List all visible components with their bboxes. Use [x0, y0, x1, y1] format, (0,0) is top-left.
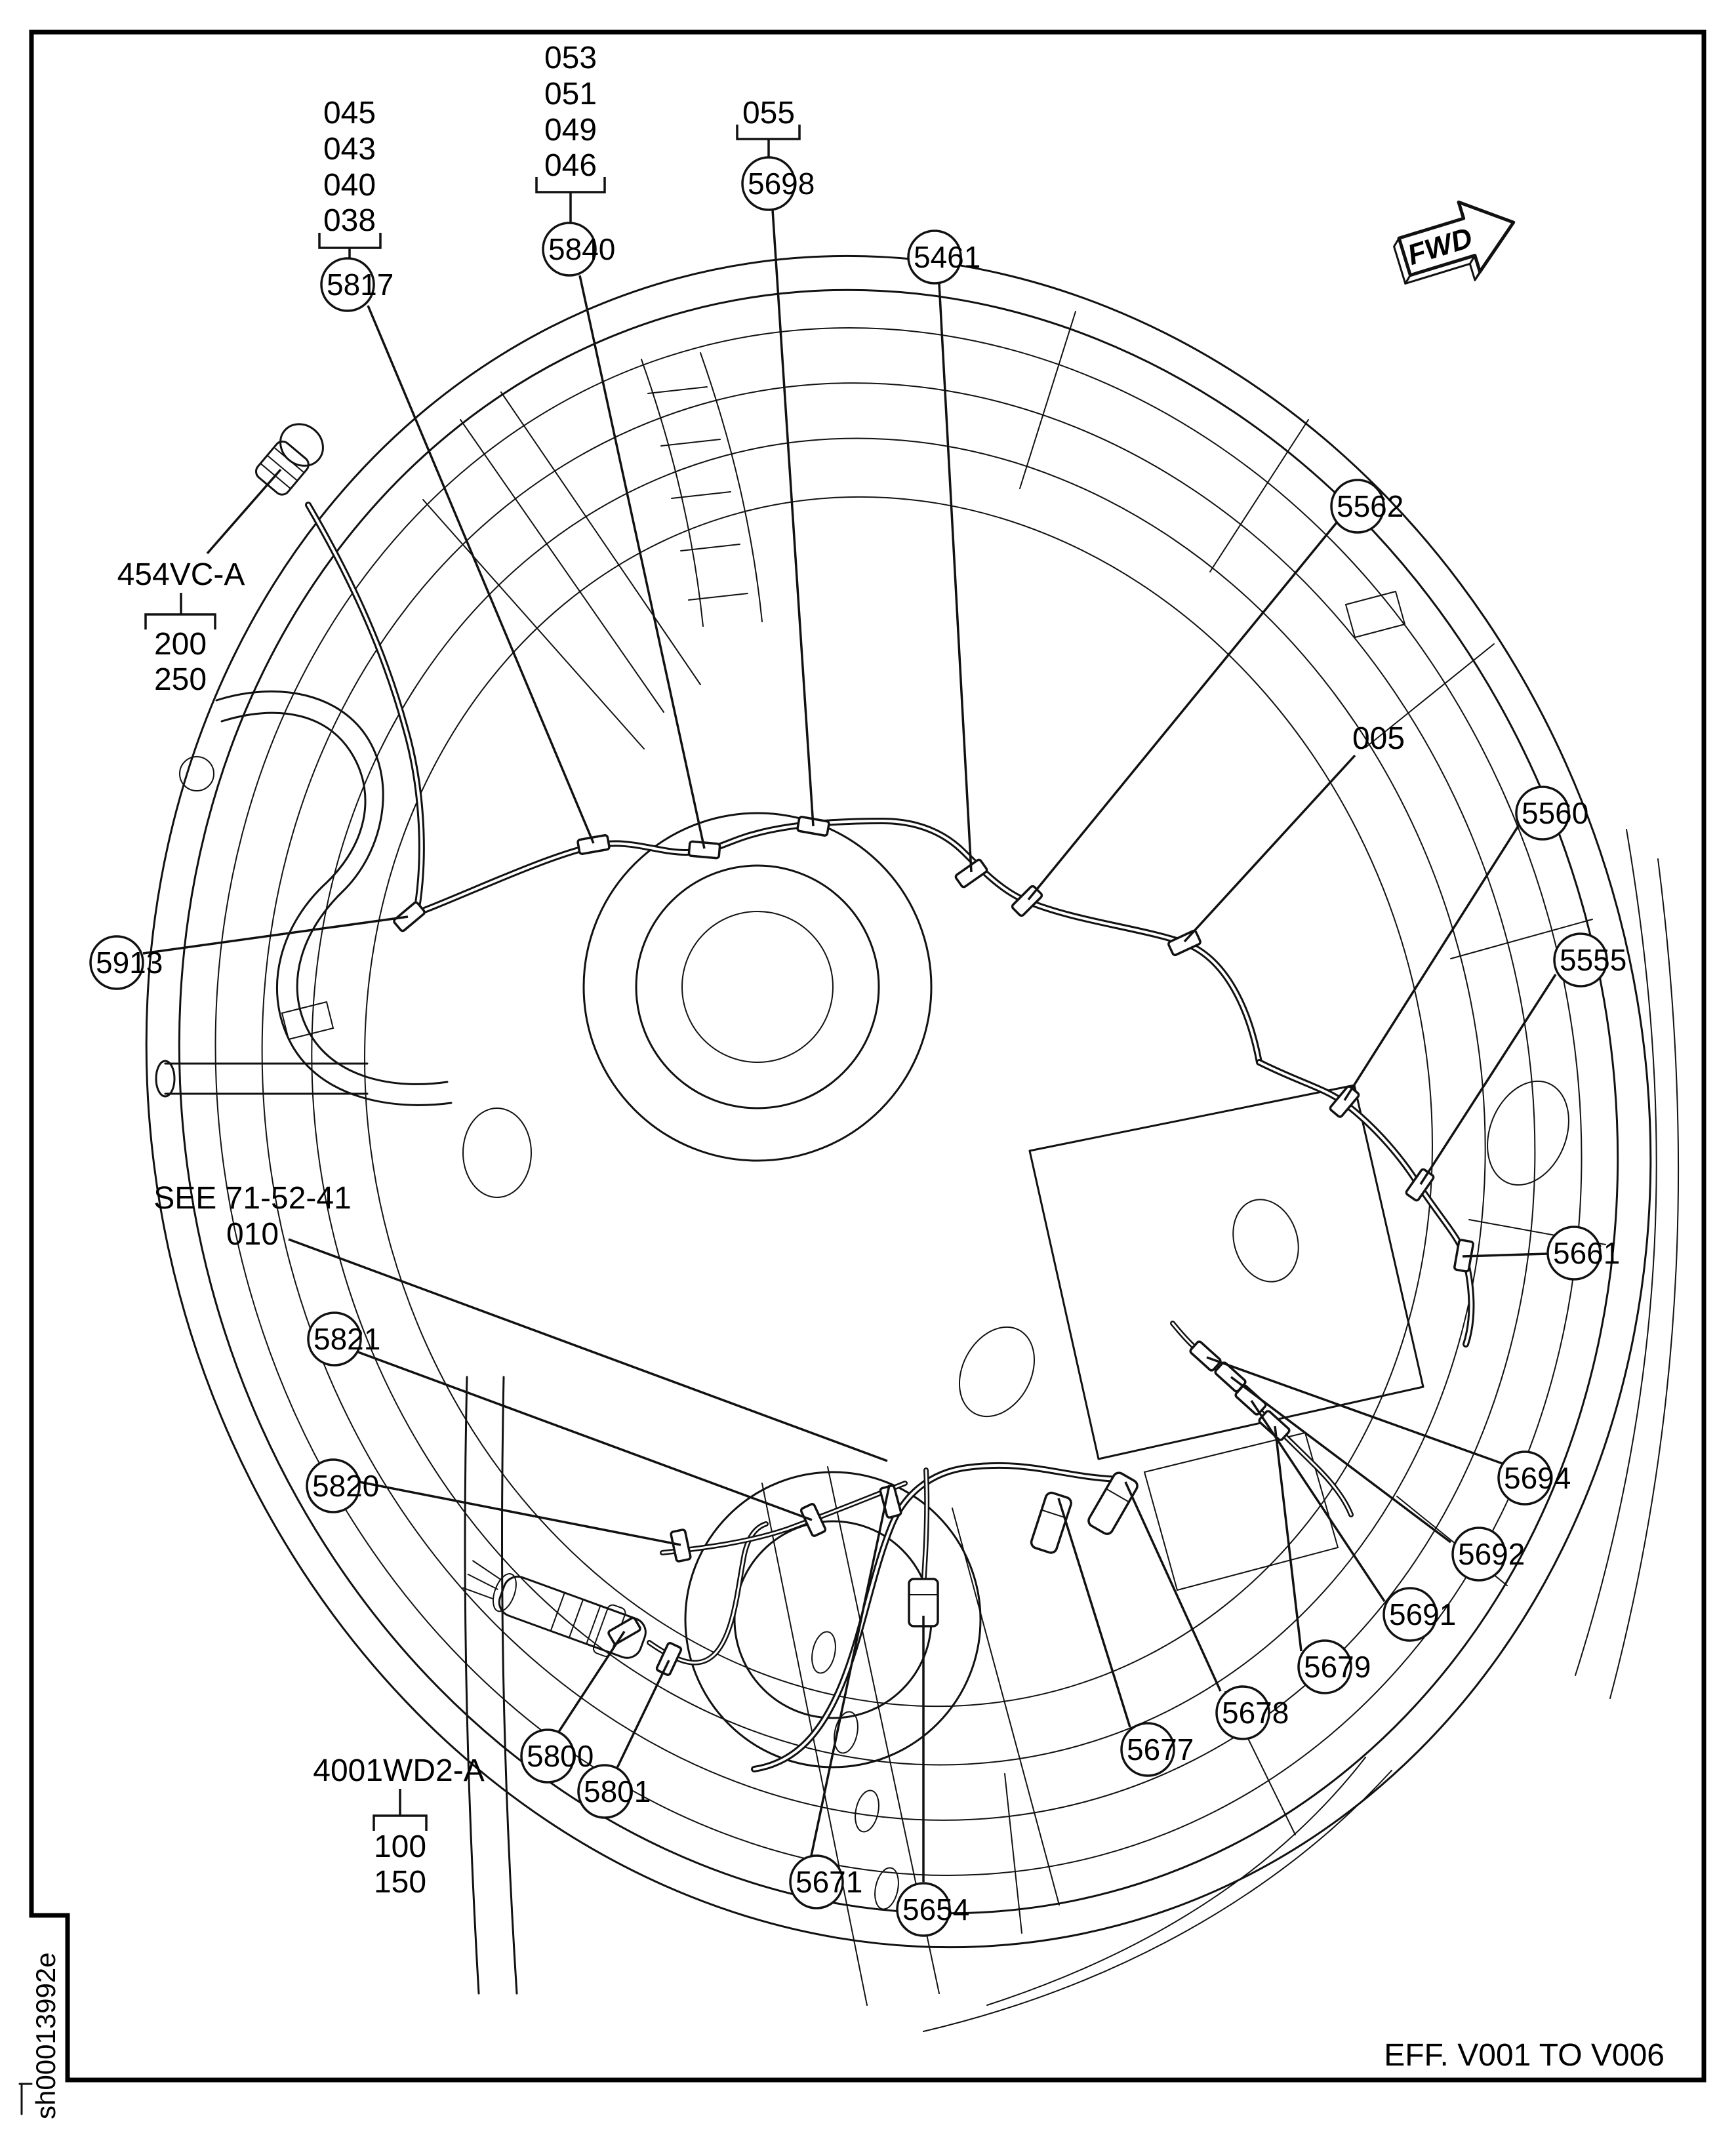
callout-5555: 5555 — [1419, 932, 1626, 1185]
callout-5692: 5692 — [1230, 1376, 1525, 1582]
part-label-454vc-a: 454VC-A 200 250 — [117, 468, 282, 697]
callout-number: 5691 — [1389, 1597, 1456, 1631]
item-number: 100 — [374, 1829, 426, 1864]
section-number: 005 — [1352, 721, 1405, 756]
callout-5654: 5654 — [896, 1616, 969, 1937]
callout-number: 5840 — [548, 232, 615, 266]
callout-number: 5698 — [748, 167, 815, 201]
callout-number: 5694 — [1504, 1461, 1571, 1495]
sheet-code-bracket — [18, 2083, 33, 2115]
callout-5801: 5801 — [577, 1660, 670, 1819]
item-number: 049 — [544, 113, 597, 148]
callout-5820: 5820 — [306, 1458, 681, 1546]
leader-line — [206, 468, 282, 555]
callout-number: 5461 — [914, 240, 980, 274]
see-reference-line2: 010 — [226, 1217, 279, 1252]
part-number: 4001WD2-A — [313, 1753, 484, 1788]
harness-clamps — [393, 816, 1474, 1676]
part-label-4001wd2-a: 4001WD2-A 100 150 — [313, 1753, 484, 1900]
callout-number: 5913 — [96, 946, 163, 980]
item-number: 051 — [544, 77, 597, 111]
callout-5691: 5691 — [1250, 1400, 1456, 1642]
callout-number: 5800 — [527, 1739, 594, 1773]
callout-5671: 5671 — [789, 1485, 891, 1909]
leader-line — [771, 209, 815, 827]
callout-5562: 5562 — [1027, 479, 1403, 901]
item-number: 043 — [323, 132, 376, 167]
see-reference-note: SEE 71-52-41 010 — [153, 1181, 888, 1462]
callout-bubble — [320, 257, 375, 312]
callout-number: 5555 — [1560, 943, 1626, 977]
probe-454vc-art — [254, 423, 425, 919]
callout-5677: 5677 — [1057, 1498, 1194, 1777]
callout-bubble — [741, 156, 796, 211]
callout-5694: 5694 — [1206, 1356, 1571, 1506]
callout-5461: 5461 — [907, 230, 980, 873]
callout-5913: 5913 — [89, 915, 409, 990]
callout-number: 5671 — [796, 1865, 862, 1899]
see-reference-line1: SEE 71-52-41 — [153, 1181, 352, 1216]
leader-line — [578, 275, 706, 849]
callout-bubble — [542, 222, 597, 277]
callout-number: 5560 — [1522, 796, 1588, 830]
leader-line — [367, 305, 595, 844]
fwd-arrow-icon: FWD — [1393, 200, 1516, 285]
item-number: 150 — [374, 1865, 426, 1900]
callout-5560: 5560 — [1343, 786, 1588, 1101]
page-border — [29, 30, 1706, 2083]
callout-number: 5692 — [1458, 1537, 1525, 1571]
callout-number: 5821 — [313, 1322, 380, 1356]
callout-number: 5678 — [1222, 1696, 1289, 1730]
callout-number: 5801 — [584, 1774, 651, 1808]
leader-line — [1183, 754, 1356, 943]
part-number: 454VC-A — [117, 557, 245, 592]
probe-4001wd2-art — [462, 1521, 769, 1666]
harness-connector — [1087, 1471, 1139, 1535]
item-number: 046 — [544, 148, 597, 183]
effectivity-note: EFF. V001 TO V006 — [1384, 2038, 1665, 2073]
callout-number: 5661 — [1553, 1236, 1620, 1270]
callout-5821: 5821 — [307, 1311, 813, 1521]
callout-5661: 5661 — [1462, 1226, 1620, 1281]
item-number: 200 — [154, 627, 207, 662]
item-number: 055 — [742, 96, 795, 130]
item-number: 250 — [154, 662, 207, 697]
callout-5678: 5678 — [1124, 1481, 1289, 1740]
callout-number: 5817 — [327, 268, 394, 302]
leader-line — [288, 1238, 888, 1462]
sheet-code-block: sh00013992e — [18, 1952, 61, 2119]
callout-5800: 5800 — [520, 1631, 626, 1784]
sheet-code: sh00013992e — [30, 1952, 61, 2119]
item-number: 045 — [323, 96, 376, 130]
callout-number: 5679 — [1304, 1650, 1371, 1684]
item-number: 040 — [323, 168, 376, 203]
section-label-005: 005 — [1183, 721, 1405, 943]
engine-line-art — [145, 254, 1680, 2032]
wiring-harness-art — [393, 816, 1475, 1772]
item-number: 053 — [544, 41, 597, 75]
item-number: 038 — [323, 203, 376, 238]
callout-group-5698: 055 5698 — [736, 96, 815, 827]
callout-5679: 5679 — [1274, 1426, 1371, 1694]
callout-number: 5677 — [1127, 1732, 1194, 1767]
callout-group-5840: 053 051 049 046 5840 — [535, 41, 706, 849]
callout-number: 5562 — [1337, 489, 1403, 523]
callout-number: 5654 — [902, 1892, 969, 1927]
callout-number: 5820 — [312, 1469, 379, 1503]
callout-group-5817: 045 043 040 038 5817 — [318, 96, 595, 844]
